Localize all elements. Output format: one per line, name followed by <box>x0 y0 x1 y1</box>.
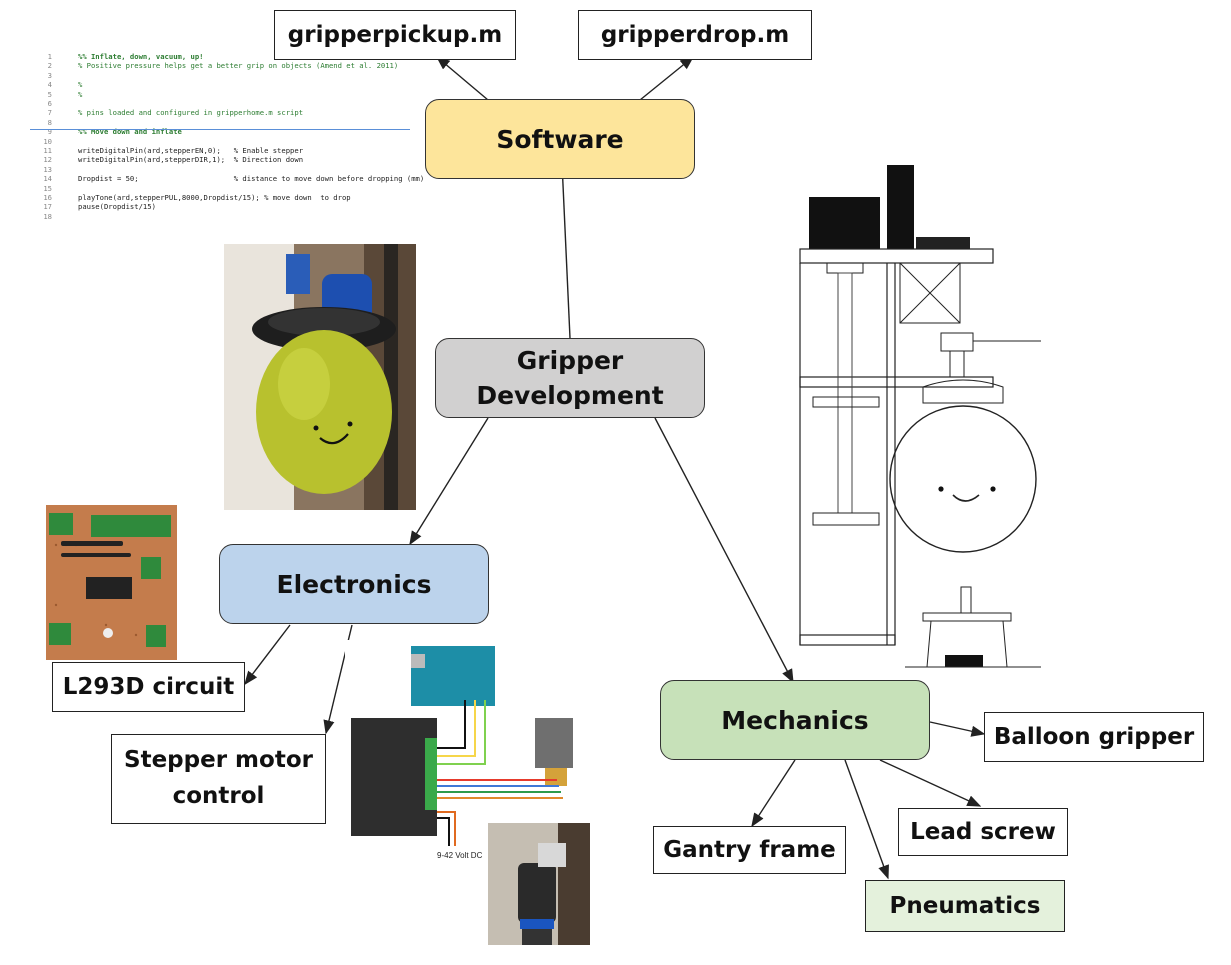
code-line-text: % <box>78 89 83 99</box>
software-node: Software <box>425 99 695 179</box>
lead-screw-node: Lead screw <box>898 808 1068 856</box>
code-line-number: 13 <box>43 164 52 174</box>
electronics-node: Electronics <box>219 544 489 624</box>
code-section-divider <box>30 129 410 131</box>
code-line-text: playTone(ard,stepperPUL,8000,Dropdist/15… <box>78 193 351 202</box>
gantry-line-drawing <box>795 165 1041 670</box>
gripper-development-node: Gripper Development <box>435 338 705 418</box>
code-line-number: 8 <box>47 117 52 127</box>
arrow-gripper-to-mechanics <box>654 417 794 684</box>
code-line-text: Dropdist = 50; % distance to move down b… <box>78 174 425 184</box>
code-line-number: 16 <box>43 193 52 202</box>
code-line-number: 9 <box>47 127 52 137</box>
lead-screw-label: Lead screw <box>910 819 1056 845</box>
code-line-number: 5 <box>47 89 52 99</box>
mechanics-label: Mechanics <box>721 705 869 735</box>
balloon-gripper-label: Balloon gripper <box>993 724 1195 750</box>
code-line-number: 6 <box>47 99 52 108</box>
code-line-number: 18 <box>43 211 52 221</box>
balloon-gripper-node: Balloon gripper <box>984 712 1204 762</box>
code-line-number: 10 <box>43 136 52 146</box>
code-line-number: 12 <box>43 155 52 165</box>
l293d-circuit-label: L293D circuit <box>62 674 235 700</box>
code-line-text: %% Inflate, down, vacuum, up! <box>78 52 204 61</box>
arrow-software-to-gripperdrop <box>639 56 695 101</box>
code-line-number: 15 <box>43 183 52 193</box>
arrow-gripper-to-electronics <box>409 417 489 546</box>
code-line-number: 7 <box>47 108 52 118</box>
code-line-number: 2 <box>47 61 52 71</box>
gantry-frame-label: Gantry frame <box>663 837 836 863</box>
gripper-development-label-line1: Gripper <box>516 346 624 375</box>
code-line-text: writeDigitalPin(ard,stepperDIR,1); % Dir… <box>78 155 304 165</box>
stepper-motor-control-node: Stepper motor control <box>111 734 326 824</box>
arrow-software-to-gripperpickup <box>435 56 489 101</box>
code-line-text: % Positive pressure helps get a better g… <box>78 61 399 71</box>
l293d-circuit-photo <box>46 505 177 660</box>
gantry-frame-node: Gantry frame <box>653 826 846 874</box>
electronics-label: Electronics <box>276 569 432 599</box>
code-line-number: 17 <box>43 202 52 212</box>
gripperdrop-label: gripperdrop.m <box>600 22 790 48</box>
arrow-mechanics-to-pneumatics <box>844 759 889 880</box>
mechanics-node: Mechanics <box>660 680 930 760</box>
code-line-number: 14 <box>43 174 52 184</box>
arrow-mechanics-to-gantry <box>751 759 796 828</box>
arrow-mechanics-to-leadscrew <box>879 759 982 807</box>
stepper-motor-control-label-line1: Stepper motor <box>124 747 313 774</box>
code-line-number: 11 <box>43 146 52 155</box>
l293d-circuit-node: L293D circuit <box>52 662 245 712</box>
gripperpickup-node: gripperpickup.m <box>274 10 516 60</box>
wiring-voltage-label: 9-42 Volt DC <box>437 851 483 860</box>
gripper-development-label-line2: Development <box>476 381 664 410</box>
code-line-number: 1 <box>47 52 52 61</box>
software-label: Software <box>496 124 624 154</box>
gripperdrop-node: gripperdrop.m <box>578 10 812 60</box>
matlab-code-snippet: 1 %% Inflate, down, vacuum, up! 2 % Positiv… <box>30 48 424 222</box>
arrow-gripper-to-software <box>556 161 571 339</box>
code-line-number: 4 <box>47 80 52 90</box>
code-line-text: % <box>78 80 83 90</box>
balloon-gripper-photo <box>224 244 416 510</box>
code-line-text: writeDigitalPin(ard,stepperEN,0); % Enab… <box>78 146 304 155</box>
pneumatics-label: Pneumatics <box>889 893 1041 919</box>
stepper-wiring-diagram: 9-42 Volt DC <box>345 640 585 860</box>
code-line-number: 3 <box>47 70 52 80</box>
gripperpickup-label: gripperpickup.m <box>287 22 503 48</box>
code-line-text: % pins loaded and configured in gripperh… <box>78 108 304 118</box>
pneumatics-node: Pneumatics <box>865 880 1065 932</box>
code-line-text: %% Move down and inflate <box>78 127 182 137</box>
code-line-text: pause(Dropdist/15) <box>78 202 156 212</box>
stepper-motor-control-label-line2: control <box>172 783 265 809</box>
arrow-mechanics-to-balloon <box>929 721 986 737</box>
pneumatic-valve-photo <box>488 823 590 945</box>
arrow-electronics-to-l293d <box>244 624 291 686</box>
